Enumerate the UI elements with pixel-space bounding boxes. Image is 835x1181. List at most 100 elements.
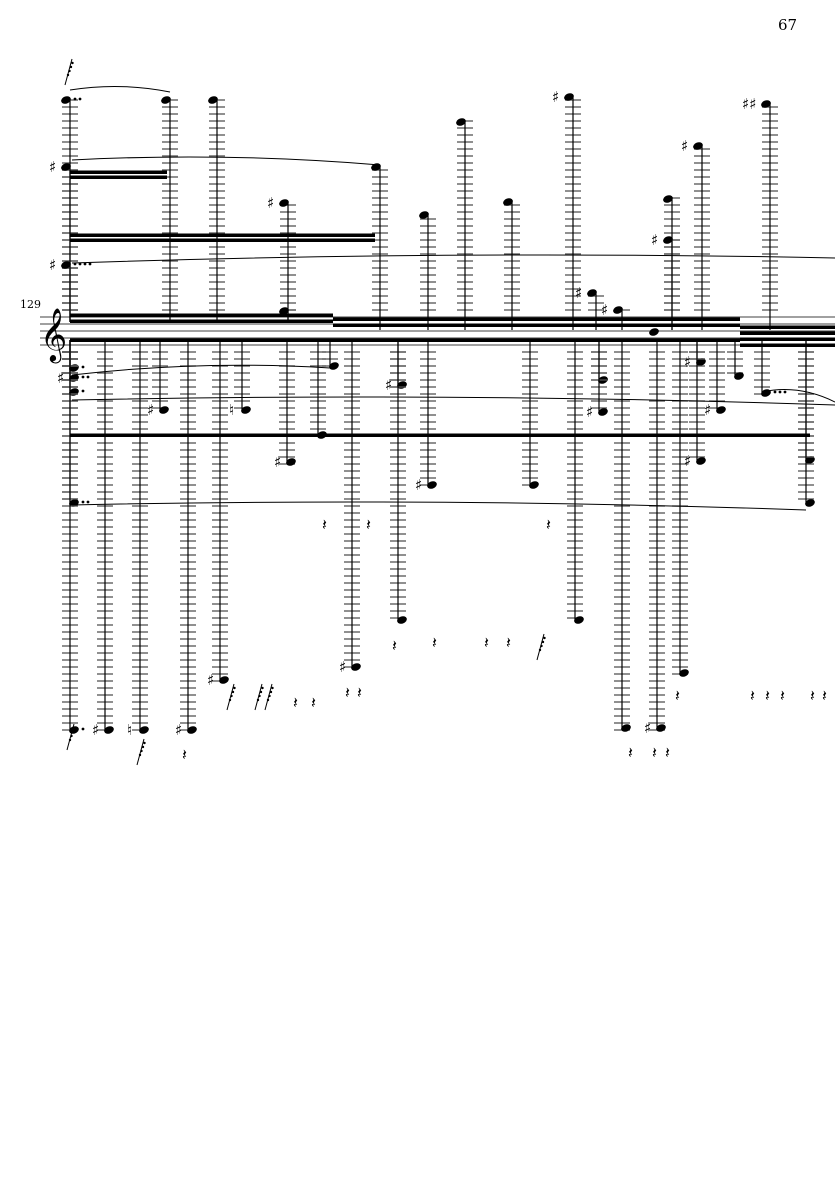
natural-icon: ♮ <box>229 401 234 419</box>
notehead <box>61 96 71 104</box>
notehead <box>613 306 623 314</box>
quarter-rest-icon: 𝄽 <box>810 686 815 705</box>
augmentation-dot <box>81 365 85 369</box>
notehead <box>159 406 169 414</box>
notehead <box>61 163 71 171</box>
notehead <box>696 457 706 465</box>
notehead <box>696 358 706 366</box>
beam <box>740 343 835 347</box>
quarter-rest-icon: 𝄽 <box>366 515 371 534</box>
quarter-rest-icon: 𝄽 <box>392 636 397 655</box>
beam <box>70 238 375 242</box>
quarter-rest-icon: 𝄽 <box>432 633 437 652</box>
notehead <box>279 199 289 207</box>
tremolo-mark <box>143 741 146 745</box>
notehead <box>621 724 631 732</box>
augmentation-dot <box>88 262 92 266</box>
slur <box>761 389 835 403</box>
notehead <box>693 142 703 150</box>
slur <box>69 85 171 93</box>
tremolo-mark <box>233 686 236 690</box>
tremolo-stroke <box>264 683 273 711</box>
notehead <box>663 195 673 203</box>
notehead <box>598 408 608 416</box>
tremolo-stroke <box>226 683 235 711</box>
quarter-rest-icon: 𝄽 <box>484 633 489 652</box>
beam <box>70 170 167 174</box>
sharp-icon: ♯ <box>575 284 582 302</box>
sharp-icon: ♯ <box>339 658 346 676</box>
notehead <box>279 307 289 315</box>
sharp-icon: ♯ <box>601 301 608 319</box>
sharp-icon: ♯ <box>704 401 711 419</box>
sharp-icon: ♯ <box>49 158 56 176</box>
notehead <box>241 406 251 414</box>
notehead <box>208 96 218 104</box>
measure-number: 129 <box>20 298 41 311</box>
slur <box>71 364 331 376</box>
tremolo-mark <box>71 61 74 65</box>
beam <box>70 338 740 342</box>
sharp-icon: ♯ <box>415 476 422 494</box>
tremolo-mark <box>543 636 546 640</box>
sharp-icon: ♯ <box>684 452 691 470</box>
beam <box>333 323 740 327</box>
quarter-rest-icon: 𝄽 <box>546 515 551 534</box>
notehead <box>805 499 815 507</box>
notehead <box>587 289 597 297</box>
notehead <box>503 198 513 206</box>
tremolo-stroke <box>64 58 73 86</box>
quarter-rest-icon: 𝄽 <box>182 745 187 764</box>
notehead <box>219 676 229 684</box>
quarter-rest-icon: 𝄽 <box>765 686 770 705</box>
quarter-rest-icon: 𝄽 <box>665 743 670 762</box>
slur <box>71 156 381 166</box>
sharp-icon: ♯ <box>207 671 214 689</box>
augmentation-dot <box>783 390 787 394</box>
quarter-rest-icon: 𝄽 <box>506 633 511 652</box>
notehead <box>663 236 673 244</box>
natural-icon: ♮ <box>127 721 132 739</box>
sharp-icon: ♯ <box>274 453 281 471</box>
notehead <box>286 458 296 466</box>
augmentation-dot <box>81 389 85 393</box>
sharp-icon: ♯ <box>92 721 99 739</box>
sharp-icon: ♯ <box>681 137 688 155</box>
notehead <box>761 100 771 108</box>
notehead <box>329 362 339 370</box>
quarter-rest-icon: 𝄽 <box>322 515 327 534</box>
quarter-rest-icon: 𝄽 <box>675 686 680 705</box>
beam <box>333 317 740 321</box>
augmentation-dot <box>83 262 87 266</box>
slur <box>71 501 807 511</box>
tremolo-stroke <box>536 633 545 661</box>
notehead <box>574 616 584 624</box>
sharp-icon: ♯ <box>175 721 182 739</box>
sharp-icon: ♯ <box>267 194 274 212</box>
beam <box>70 313 333 317</box>
slur <box>71 396 835 406</box>
augmentation-dot <box>73 97 77 101</box>
sharp-icon: ♯ <box>57 369 64 387</box>
augmentation-dot <box>86 500 90 504</box>
notehead <box>61 261 71 269</box>
tremolo-mark <box>261 686 264 690</box>
sharp-icon: ♯ <box>651 231 658 249</box>
beam <box>740 331 835 335</box>
augmentation-dot <box>81 727 85 731</box>
notehead <box>456 118 466 126</box>
quarter-rest-icon: 𝄽 <box>628 743 633 762</box>
sharp-icon: ♯ <box>644 719 651 737</box>
notehead <box>529 481 539 489</box>
notehead <box>716 406 726 414</box>
augmentation-dot <box>86 375 90 379</box>
sharp-icon: ♯ <box>385 376 392 394</box>
notehead <box>187 726 197 734</box>
notehead <box>139 726 149 734</box>
treble-clef-icon: 𝄞 <box>40 307 67 363</box>
augmentation-dot <box>78 262 82 266</box>
notehead <box>656 724 666 732</box>
notehead <box>351 663 361 671</box>
notehead <box>161 96 171 104</box>
